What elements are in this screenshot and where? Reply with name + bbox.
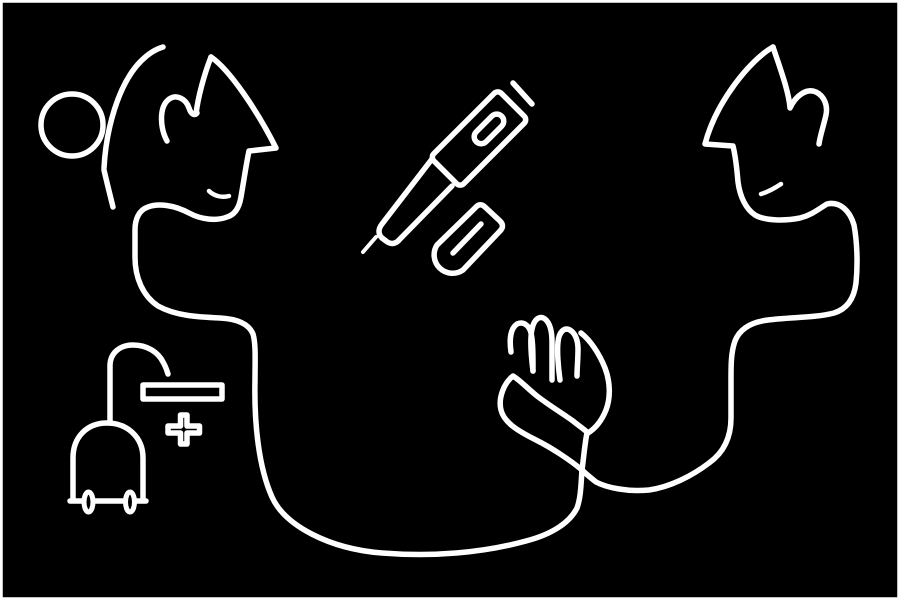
cartridge-slot-line	[450, 221, 484, 256]
minus-symbol	[140, 382, 225, 402]
middle-finger-line	[528, 314, 555, 383]
back-of-head-line	[101, 44, 166, 171]
hair-bun-icon	[38, 91, 106, 159]
ring-finger-line	[554, 326, 581, 383]
vape-cartridge	[431, 202, 506, 276]
left-mouth	[206, 188, 232, 200]
plug-prong-right	[123, 489, 137, 515]
raised-hand-icon	[507, 314, 581, 383]
vape-mouthpiece-stem	[376, 156, 455, 247]
plug-dome	[70, 420, 146, 503]
hair-curl-line	[158, 94, 200, 144]
left-person-illustration	[38, 44, 590, 558]
vape-device-icon	[361, 80, 535, 276]
vape-body	[429, 89, 529, 188]
face-back-and-arm-line	[497, 44, 860, 494]
shine-mark	[510, 80, 535, 107]
battery-symbols	[140, 382, 225, 447]
vape-button-window	[471, 111, 507, 147]
hair-spike-line	[193, 54, 214, 117]
plus-symbol	[165, 412, 203, 447]
right-mouth	[758, 181, 784, 197]
plug-prong-left	[81, 489, 96, 515]
power-plug-icon	[67, 342, 171, 515]
right-person-illustration	[497, 44, 860, 494]
plug-cord	[107, 342, 171, 424]
back-of-neck-line	[101, 167, 116, 210]
vape-tip-wire	[361, 235, 378, 254]
face-and-torso-line	[132, 54, 590, 558]
spiky-hair-curl-line	[770, 44, 830, 147]
